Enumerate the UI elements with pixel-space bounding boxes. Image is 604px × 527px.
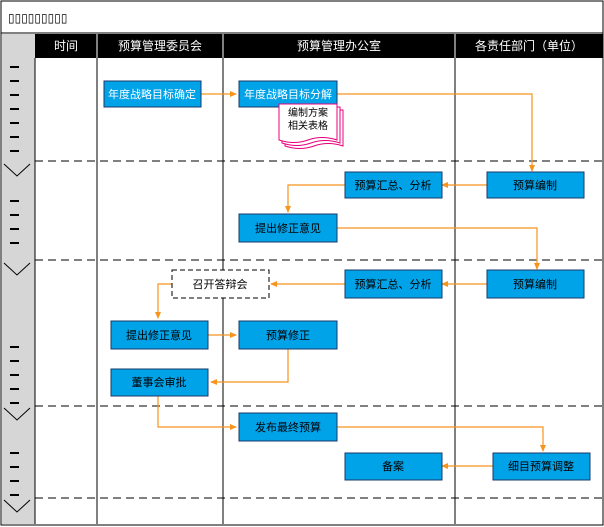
node-budget-prep-1: 预算编制 [486,171,585,199]
arrow-publish-to-adjust [337,426,546,452]
plan-document: 编制方案 相关表格 [278,103,344,149]
node-revision-opinion-committee: 提出修正意见 [110,320,209,350]
node-budget-prep-2: 预算编制 [486,269,585,299]
svg-text:预算修正: 预算修正 [266,328,310,342]
node-publish-final: 发布最终预算 [238,412,338,442]
node-summary-analysis-2: 预算汇总、分析 [344,269,443,299]
node-summary-analysis-1: 预算汇总、分析 [344,171,443,199]
phase-lines [35,160,603,499]
header-time: 时间 [54,39,78,53]
phase-sidebar [2,58,36,524]
arrow-decompose-to-prep1 [337,93,535,172]
arrow-meeting-to-opinion [155,283,172,319]
svg-text:年度战略目标分解: 年度战略目标分解 [244,87,332,101]
header-committee: 预算管理委员会 [118,38,202,53]
svg-text:预算汇总、分析: 预算汇总、分析 [355,178,432,192]
node-detail-adjust: 细目预算调整 [492,452,591,481]
svg-text:备案: 备案 [382,459,404,473]
arrow-board-to-publish [157,396,237,430]
node-annual-target: 年度战略目标确定 [103,80,202,108]
arrow-revision-to-board [210,349,289,385]
arrow-summary1-to-revision [285,184,345,213]
header-row: 时间 预算管理委员会 预算管理办公室 各责任部门（单位） [2,34,603,58]
svg-text:年度战略目标确定: 年度战略目标确定 [108,87,196,101]
flow-connectors [155,91,546,469]
header-departments: 各责任部门（单位） [475,38,583,53]
svg-text:召开答辩会: 召开答辩会 [193,277,248,291]
svg-text:预算编制: 预算编制 [513,277,557,291]
node-filing: 备案 [344,452,443,481]
node-budget-revision: 预算修正 [238,320,338,350]
title-bar: ▯▯▯▯▯▯▯▯▯ [1,11,603,34]
node-defense-meeting: 召开答辩会 [171,269,270,299]
svg-text:细目预算调整: 细目预算调整 [508,459,574,473]
svg-text:董事会审批: 董事会审批 [132,375,187,389]
svg-text:预算汇总、分析: 预算汇总、分析 [355,277,432,291]
svg-text:编制方案: 编制方案 [288,106,328,119]
svg-text:相关表格: 相关表格 [288,119,328,132]
svg-text:提出修正意见: 提出修正意见 [126,328,192,342]
svg-text:预算编制: 预算编制 [513,178,557,192]
node-revision-opinion-office: 提出修正意见 [238,213,338,243]
header-office: 预算管理办公室 [297,38,381,53]
svg-text:提出修正意见: 提出修正意见 [255,221,321,235]
node-target-decompose: 年度战略目标分解 [238,80,338,108]
arrow-revision-to-prep2 [337,227,540,270]
title-glyphs: ▯▯▯▯▯▯▯▯▯ [8,11,67,25]
svg-text:发布最终预算: 发布最终预算 [255,420,321,434]
node-board-approval: 董事会审批 [110,368,209,397]
